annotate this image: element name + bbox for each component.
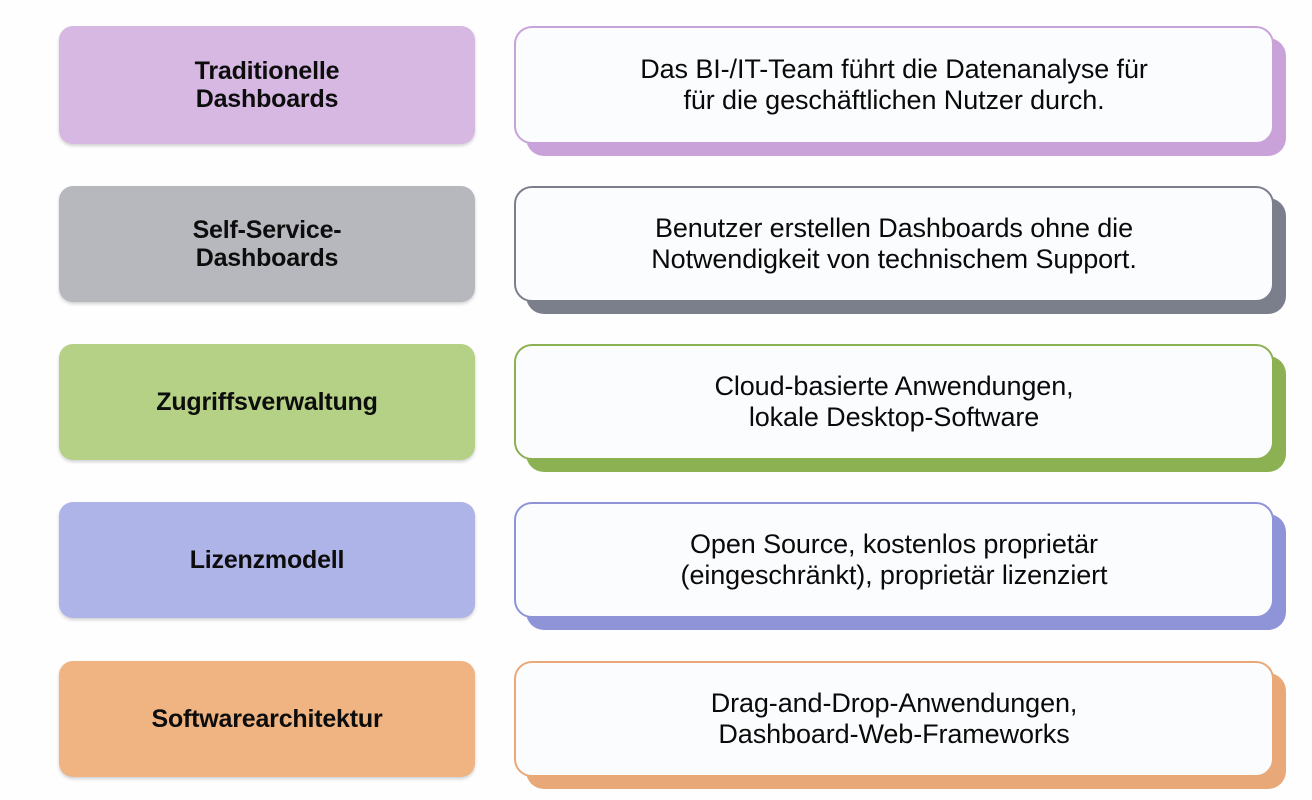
row-description-line2: lokale Desktop-Software	[748, 402, 1040, 432]
row-description-card: Cloud-basierte Anwendungen, lokale Deskt…	[514, 344, 1274, 460]
row-description-line2: Notwendigkeit von technischem Support.	[651, 244, 1137, 274]
row-label-box: Zugriffsverwaltung	[59, 344, 475, 460]
row-label-line1: Traditionelle	[194, 57, 340, 85]
row-label-line1: Lizenzmodell	[189, 546, 345, 574]
row-label-line1: Softwarearchitektur	[151, 705, 383, 733]
row-description-line2: Dashboard-Web-Frameworks	[718, 719, 1070, 749]
row-description-wrap: Das BI-/IT-Team führt die Datenanalyse f…	[514, 26, 1286, 156]
row-description-text: Drag-and-Drop-Anwendungen, Dashboard-Web…	[697, 688, 1092, 751]
row-description-card: Benutzer erstellen Dashboards ohne die N…	[514, 186, 1274, 302]
row-label-box: Softwarearchitektur	[59, 661, 475, 777]
row-label-text: Softwarearchitektur	[142, 705, 393, 733]
row-label-line2: Dashboards	[195, 244, 339, 272]
row-description-text: Open Source, kostenlos proprietär (einge…	[667, 529, 1122, 592]
row-label-text: Lizenzmodell	[180, 546, 355, 574]
row-description-line1: Drag-and-Drop-Anwendungen,	[710, 687, 1078, 718]
row-description-wrap: Benutzer erstellen Dashboards ohne die N…	[514, 186, 1286, 314]
row-description-text: Das BI-/IT-Team führt die Datenanalyse f…	[626, 54, 1162, 117]
row-description-card: Das BI-/IT-Team führt die Datenanalyse f…	[514, 26, 1274, 144]
row-label-text: Zugriffsverwaltung	[146, 388, 387, 416]
row-description-line2: für die geschäftlichen Nutzer durch.	[683, 85, 1105, 115]
row-description-line1: Open Source, kostenlos proprietär	[690, 528, 1098, 559]
row-description-line1: Cloud-basierte Anwendungen,	[714, 370, 1074, 401]
row-label-text: Traditionelle Dashboards	[185, 57, 350, 113]
row-description-wrap: Open Source, kostenlos proprietär (einge…	[514, 502, 1286, 630]
row-description-line1: Das BI-/IT-Team führt die Datenanalyse f…	[640, 53, 1148, 84]
row-label-line1: Zugriffsverwaltung	[156, 388, 378, 416]
row-description-text: Cloud-basierte Anwendungen, lokale Deskt…	[700, 371, 1087, 434]
row-label-box: Traditionelle Dashboards	[59, 26, 475, 144]
row-description-line2: (eingeschränkt), proprietär lizenziert	[680, 560, 1108, 590]
row-description-card: Open Source, kostenlos proprietär (einge…	[514, 502, 1274, 618]
row-label-box: Lizenzmodell	[59, 502, 475, 618]
row-label-text: Self-Service- Dashboards	[183, 216, 352, 272]
row-description-wrap: Cloud-basierte Anwendungen, lokale Deskt…	[514, 344, 1286, 472]
row-description-wrap: Drag-and-Drop-Anwendungen, Dashboard-Web…	[514, 661, 1286, 789]
row-description-text: Benutzer erstellen Dashboards ohne die N…	[637, 213, 1150, 276]
row-description-line1: Benutzer erstellen Dashboards ohne die	[654, 212, 1133, 243]
row-description-card: Drag-and-Drop-Anwendungen, Dashboard-Web…	[514, 661, 1274, 777]
row-label-box: Self-Service- Dashboards	[59, 186, 475, 302]
row-label-line2: Dashboards	[195, 85, 339, 113]
row-label-line1: Self-Service-	[192, 216, 342, 244]
